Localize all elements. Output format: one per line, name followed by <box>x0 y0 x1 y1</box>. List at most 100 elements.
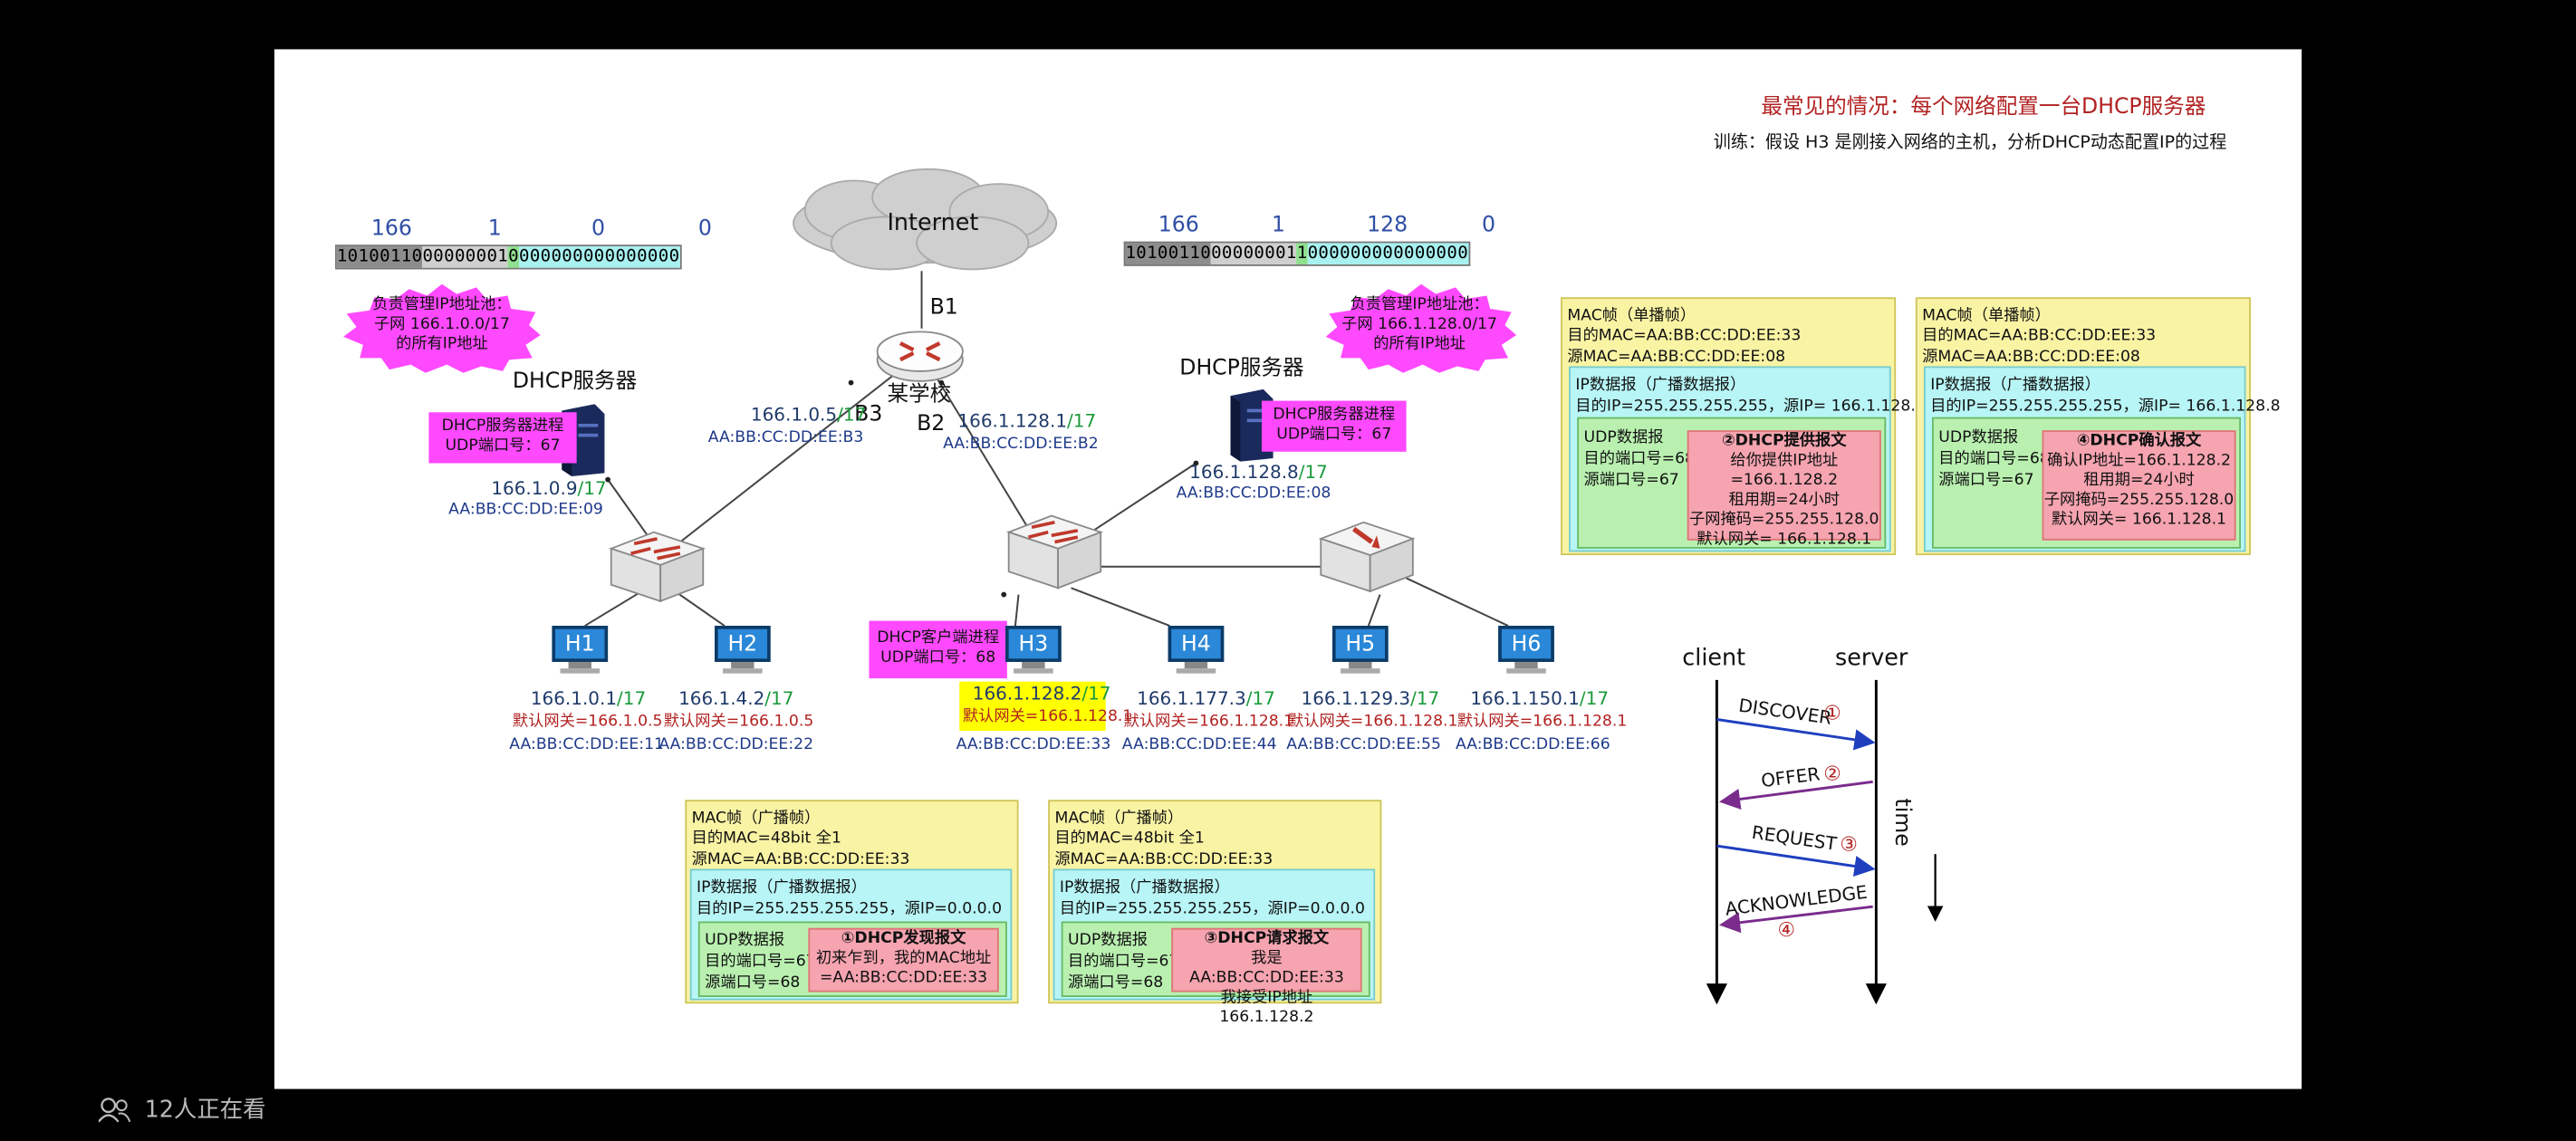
host-h3-gateway: 默认网关=166.1.128.1 <box>962 707 1133 726</box>
host-h1-mac: AA:BB:CC:DD:EE:11 <box>509 735 664 754</box>
host-h6-icon: H6 <box>1498 626 1554 674</box>
port-b3: B3 <box>854 402 883 427</box>
link-left-server <box>607 479 653 543</box>
seq-num-2: ② <box>1823 762 1841 785</box>
ack-frame: MAC帧（单播帧） 目的MAC=AA:BB:CC:DD:EE:33 源MAC=A… <box>1915 297 2281 556</box>
right-server-title: DHCP服务器 <box>1179 356 1304 381</box>
host-h3-mac: AA:BB:CC:DD:EE:33 <box>956 735 1111 754</box>
discover-udp-datagram: UDP数据报 目的端口号=67 源端口号=68 ①DHCP发现报文 初来乍到，我… <box>697 921 1007 997</box>
link-right-server <box>1080 462 1197 540</box>
left-octet-4: 0 <box>697 216 712 242</box>
right-pool-burst <box>1325 283 1517 373</box>
left-octet-2: 1 <box>487 216 502 242</box>
viewers-icon <box>97 1098 131 1123</box>
router-name: 某学校 <box>887 382 952 408</box>
discover-message: ①DHCP发现报文 初来乍到，我的MAC地址 =AA:BB:CC:DD:EE:3… <box>808 927 999 992</box>
host-h5-gateway: 默认网关=166.1.128.1 <box>1288 713 1458 732</box>
link-h6 <box>1406 577 1509 627</box>
offer-frame: MAC帧（单播帧） 目的MAC=AA:BB:CC:DD:EE:33 源MAC=A… <box>1561 297 1926 556</box>
offer-message: ②DHCP提供报文 给你提供IP地址=166.1.128.2 租用期=24小时 … <box>1687 430 1881 549</box>
seq-num-3: ③ <box>1840 832 1858 856</box>
ack-arrow <box>1718 905 1873 934</box>
router-icon <box>876 331 964 382</box>
request-ip-packet: IP数据报（广播数据报） 目的IP=255.255.255.255，源IP=0.… <box>1053 868 1376 1027</box>
left-switch-icon <box>609 531 706 603</box>
link-h1 <box>584 587 649 627</box>
host-h4-mac: AA:BB:CC:DD:EE:44 <box>1121 735 1277 754</box>
left-binary-strip: 10100110000000010000000000000000 <box>335 244 682 270</box>
hub-icon <box>1318 521 1416 593</box>
host-h4-icon: H4 <box>1168 626 1225 674</box>
offer-arrow <box>1718 780 1873 810</box>
host-h4-address: 166.1.177.3/17 <box>1137 687 1275 710</box>
host-h5-icon: H5 <box>1331 626 1389 674</box>
discover-arrow <box>1716 718 1876 751</box>
port-b2: B2 <box>917 412 946 437</box>
b2-address: 166.1.128.1/17 <box>957 410 1097 433</box>
right-server-mac: AA:BB:CC:DD:EE:08 <box>1176 484 1331 503</box>
ack-ip-packet: IP数据报（广播数据报） 目的IP=255.255.255.255，源IP= 1… <box>1923 366 2281 552</box>
sequence-diagram <box>1706 679 1944 1005</box>
left-pool-burst <box>343 283 541 373</box>
viewers-count: 12人正在看 <box>144 1097 266 1124</box>
host-h3-address: 166.1.128.2/17 <box>972 683 1111 705</box>
request-udp-datagram: UDP数据报 目的端口号=67 源端口号=68 ③DHCP请求报文 我是 AA:… <box>1061 921 1370 1027</box>
discover-ip-packet: IP数据报（广播数据报） 目的IP=255.255.255.255，源IP=0.… <box>689 868 1013 1001</box>
host-h1-icon: H1 <box>552 626 609 674</box>
slide-subtitle: 训练：假设 H3 是刚接入网络的主机，分析DHCP动态配置IP的过程 <box>1713 132 2227 153</box>
b3-mac: AA:BB:CC:DD:EE:B3 <box>707 428 864 447</box>
discover-frame: MAC帧（广播帧） 目的MAC=48bit 全1 源MAC=AA:BB:CC:D… <box>685 800 1019 1004</box>
ack-message: ④DHCP确认报文 确认IP地址=166.1.128.2 租用期=24小时 子网… <box>2042 430 2236 541</box>
request-frame: MAC帧（广播帧） 目的MAC=48bit 全1 源MAC=AA:BB:CC:D… <box>1048 800 1382 1027</box>
seq-num-4: ④ <box>1777 917 1796 942</box>
host-h4-gateway: 默认网关=166.1.128.1 <box>1123 713 1294 732</box>
link-h4 <box>1071 587 1170 627</box>
seq-num-1: ① <box>1823 701 1841 724</box>
internet-cloud <box>793 168 1058 271</box>
host-h6-mac: AA:BB:CC:DD:EE:66 <box>1456 735 1610 754</box>
right-octet-2: 1 <box>1271 213 1285 238</box>
request-message: ③DHCP请求报文 我是 AA:BB:CC:DD:EE:33 我接受IP地址 1… <box>1171 927 1362 1027</box>
link-router-left-switch <box>679 352 923 543</box>
host-h2-mac: AA:BB:CC:DD:EE:22 <box>658 735 814 754</box>
b2-mac: AA:BB:CC:DD:EE:B2 <box>943 435 1099 454</box>
host-h5-mac: AA:BB:CC:DD:EE:55 <box>1286 735 1441 754</box>
left-octet-3: 0 <box>591 216 605 242</box>
host-h2-gateway: 默认网关=166.1.0.5 <box>663 713 814 732</box>
seq-server-label: server <box>1834 645 1908 672</box>
host-h1-gateway: 默认网关=166.1.0.5 <box>512 713 663 732</box>
slide-title: 最常见的情况：每个网络配置一台DHCP服务器 <box>1761 95 2206 120</box>
left-server-mac: AA:BB:CC:DD:EE:09 <box>448 501 603 520</box>
host-h6-gateway: 默认网关=166.1.128.1 <box>1456 713 1628 732</box>
left-octet-1: 166 <box>370 216 412 242</box>
link-h3 <box>1014 594 1020 627</box>
right-octet-3: 128 <box>1367 213 1408 238</box>
seq-client-label: client <box>1682 645 1746 672</box>
right-switch-icon <box>1005 514 1103 590</box>
offer-udp-datagram: UDP数据报 目的端口号=68 源端口号=67 ②DHCP提供报文 给你提供IP… <box>1577 417 1887 549</box>
host-h2-icon: H2 <box>714 626 771 674</box>
right-server-address: 166.1.128.8/17 <box>1189 461 1328 484</box>
internet-label: Internet <box>887 210 979 237</box>
port-b1: B1 <box>929 295 958 321</box>
host-h3-highlight <box>959 681 1106 732</box>
host-h3-icon: H3 <box>1005 626 1062 674</box>
right-octet-4: 0 <box>1482 213 1496 238</box>
host-h6-address: 166.1.150.1/17 <box>1470 687 1610 710</box>
b3-address: 166.1.0.5/17 <box>750 404 867 426</box>
host-h5-address: 166.1.129.3/17 <box>1301 687 1440 710</box>
offer-ip-packet: IP数据报（广播数据报） 目的IP=255.255.255.255，源IP= 1… <box>1569 366 1926 552</box>
left-server-title: DHCP服务器 <box>512 369 638 395</box>
host-h2-address: 166.1.4.2/17 <box>678 687 794 710</box>
host-h1-address: 166.1.0.1/17 <box>530 687 647 710</box>
request-arrow <box>1716 844 1876 877</box>
left-server-address: 166.1.0.9/17 <box>491 477 607 500</box>
link-h5 <box>1367 594 1381 627</box>
right-octet-1: 166 <box>1158 213 1199 238</box>
